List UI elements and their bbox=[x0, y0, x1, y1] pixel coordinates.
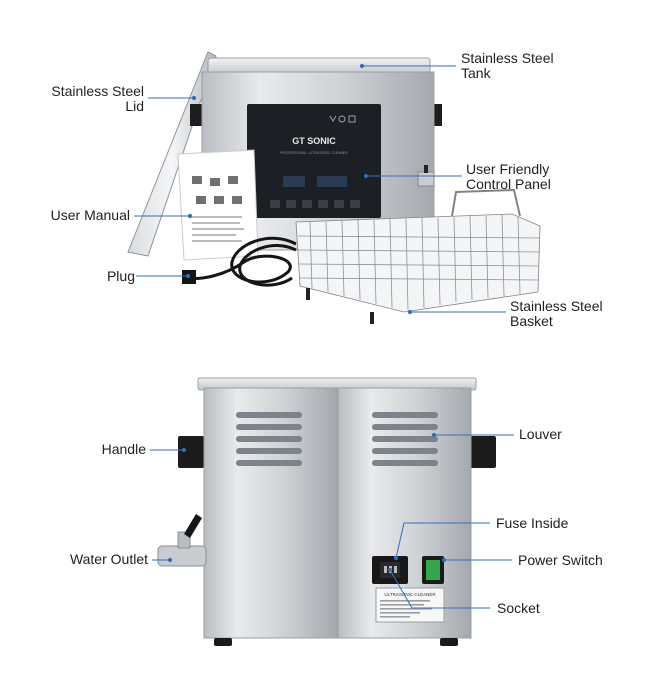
label-stainless-steel-basket: Stainless Steel Basket bbox=[510, 298, 603, 329]
left-handle bbox=[190, 104, 204, 126]
control-buttons bbox=[270, 200, 360, 208]
label-plug: Plug bbox=[106, 268, 135, 284]
brand-tagline: PROFESSIONAL ULTRASONIC CLEANER bbox=[280, 151, 348, 155]
stainless-steel-lid bbox=[127, 51, 217, 257]
louver-left bbox=[236, 412, 302, 466]
label-handle: Handle bbox=[101, 441, 146, 457]
label-fuse-inside: Fuse Inside bbox=[496, 515, 569, 531]
label-power-switch: Power Switch bbox=[518, 552, 603, 568]
label-stainless-steel-lid: Stainless Steel Lid bbox=[51, 83, 144, 114]
label-socket: Socket bbox=[497, 600, 540, 616]
label-water-outlet: Water Outlet bbox=[69, 551, 148, 567]
label-user-manual: User Manual bbox=[50, 207, 130, 223]
temperature-display bbox=[317, 176, 347, 187]
plate-title: ULTRASONIC CLEANER bbox=[384, 592, 436, 597]
label-stainless-steel-tank: Stainless Steel Tank bbox=[461, 50, 554, 81]
stainless-steel-basket bbox=[295, 188, 541, 324]
rear-handle-right bbox=[470, 436, 496, 468]
user-manual bbox=[177, 149, 259, 261]
drain-valve bbox=[417, 171, 435, 187]
panel-icons bbox=[329, 115, 356, 123]
brand-logo: GT SONIC bbox=[292, 136, 336, 146]
control-panel bbox=[247, 104, 381, 218]
louver-right bbox=[372, 412, 438, 466]
rear-handle-left bbox=[178, 436, 204, 468]
water-outlet-valve bbox=[157, 514, 207, 567]
label-control-panel: User Friendly Control Panel bbox=[466, 161, 551, 192]
leader-lines bbox=[134, 63, 514, 609]
timer-display bbox=[283, 176, 305, 187]
cleaner-rear-view: ULTRASONIC CLEANER bbox=[157, 377, 496, 646]
label-louver: Louver bbox=[519, 426, 562, 442]
